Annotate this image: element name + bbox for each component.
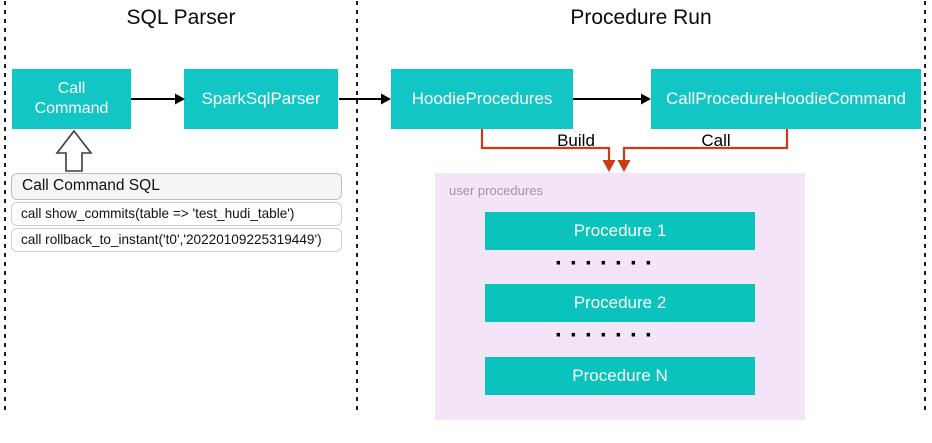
node-hoodieprocedures-label: HoodieProcedures <box>411 89 553 108</box>
node-callprocedurehoodiecommand-label: CallProcedureHoodieCommand <box>665 89 906 108</box>
section-border-middle <box>356 1 358 414</box>
sql-query-row: call rollback_to_instant('t0','202201092… <box>11 228 342 252</box>
node-callprocedurehoodiecommand: CallProcedureHoodieCommand <box>651 69 921 129</box>
user-procedures-panel: user procedures Procedure 1 ······· Proc… <box>435 173 805 420</box>
node-call-command: Call Command <box>12 69 131 129</box>
edge-label-build: Build <box>557 131 595 150</box>
procedure-box-1: Procedure 1 <box>485 212 755 250</box>
ellipsis-dots: ······· <box>555 250 660 277</box>
sql-query-row: call show_commits(table => 'test_hudi_ta… <box>11 202 342 226</box>
edge-label-call: Call <box>701 131 731 150</box>
node-sparksqlparser: SparkSqlParser <box>184 69 338 129</box>
procedure-n-label: Procedure N <box>572 366 668 385</box>
procedure-1-label: Procedure 1 <box>573 221 667 240</box>
block-arrow-up-icon <box>55 129 93 172</box>
procedure-box-2: Procedure 2 <box>485 284 755 322</box>
procedure-2-label: Procedure 2 <box>573 293 667 312</box>
procedure-box-n: Procedure N <box>485 357 755 395</box>
section-border-left <box>4 1 6 414</box>
arrow-parser-to-hoodieprocedures <box>339 93 391 105</box>
section-title-procedure-run: Procedure Run <box>570 6 712 29</box>
arrow-callcommand-to-parser <box>131 93 185 105</box>
node-sparksqlparser-label: SparkSqlParser <box>201 89 321 108</box>
node-call-command-label: Call Command <box>34 80 109 117</box>
section-border-right <box>924 1 926 414</box>
arrow-hoodieprocedures-to-command <box>573 93 651 105</box>
call-command-sql-panel: Call Command SQL call show_commits(table… <box>11 173 342 254</box>
user-procedures-title: user procedures <box>449 183 543 198</box>
section-title-sql-parser: SQL Parser <box>126 6 236 29</box>
sql-panel-title: Call Command SQL <box>11 173 342 200</box>
ellipsis-dots: ······· <box>555 322 660 349</box>
node-hoodieprocedures: HoodieProcedures <box>391 69 573 129</box>
